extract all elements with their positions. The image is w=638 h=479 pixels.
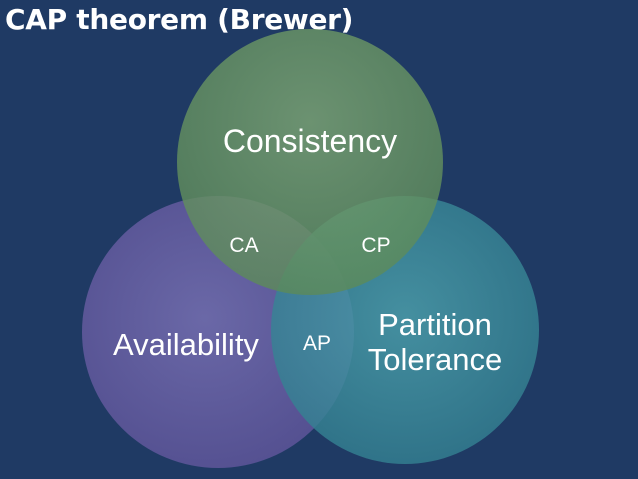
ca-intersection-label: CA <box>229 234 258 257</box>
partition-label-line2: Tolerance <box>368 342 502 377</box>
consistency-circle <box>177 29 443 295</box>
cp-intersection-label: CP <box>361 234 390 257</box>
consistency-label: Consistency <box>223 123 397 159</box>
partition-label-line1: Partition <box>378 307 492 342</box>
availability-label: Availability <box>113 327 259 362</box>
ap-intersection-label: AP <box>303 332 331 355</box>
